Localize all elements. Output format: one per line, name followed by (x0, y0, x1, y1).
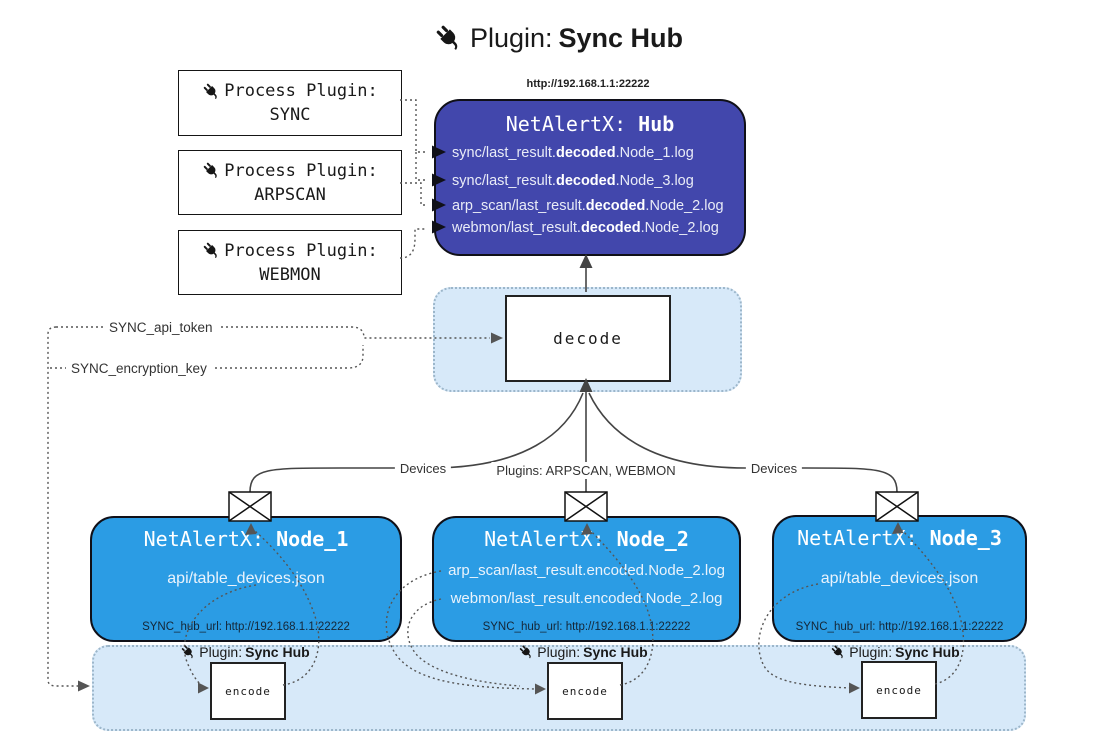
plugins-mid-label: Plugins: ARPSCAN, WEBMON (491, 462, 681, 479)
encoder-plugin-label: Plugin:Sync Hub (830, 644, 960, 660)
process-plugin-label: Process Plugin: (224, 240, 378, 261)
encode-box-2: encode (547, 662, 623, 720)
hub-log-line: sync/last_result.decoded.Node_1.log (452, 145, 694, 161)
title-bold: Sync Hub (558, 22, 684, 53)
node-hub-url: SYNC_hub_url: http://192.168.1.1:22222 (142, 621, 350, 633)
process-plugin-webmon: Process Plugin: WEBMON (178, 230, 402, 295)
node-2-box: NetAlertX: Node_2 arp_scan/last_result.e… (432, 516, 741, 642)
node-hub-url: SYNC_hub_url: http://192.168.1.1:22222 (482, 621, 691, 633)
devices-right-label: Devices (745, 460, 803, 477)
plug-icon (202, 161, 221, 180)
plug-icon (202, 241, 221, 260)
hub-title-bold: Hub (638, 112, 675, 136)
decode-box: decode (505, 295, 671, 382)
node-title: NetAlertX: Node_2 (484, 527, 689, 551)
arrowhead (579, 254, 593, 268)
node-3-box: NetAlertX: Node_3 api/table_devices.json… (772, 515, 1027, 642)
title-prefix: Plugin: (469, 22, 553, 53)
process-plugin-name: WEBMON (259, 264, 321, 285)
process-plugin-name: SYNC (269, 105, 311, 125)
encoder-plugin-label: Plugin:Sync Hub (180, 644, 310, 660)
hub-url-label: http://192.168.1.1:22222 (526, 78, 650, 90)
plug-icon (434, 23, 464, 53)
encode-box-3: encode (861, 661, 937, 719)
hub-title-prefix: NetAlertX: (505, 112, 627, 136)
hub-log-line: sync/last_result.decoded.Node_3.log (452, 173, 694, 189)
hub-log-line: webmon/last_result.decoded.Node_2.log (452, 220, 719, 236)
plug-icon (202, 82, 221, 101)
node-1-box: NetAlertX: Node_1 api/table_devices.json… (90, 516, 402, 642)
process-plugin-name: ARPSCAN (254, 184, 326, 205)
node-file-line: arp_scan/last_result.encoded.Node_2.log (448, 562, 725, 579)
arrowhead (78, 680, 90, 692)
devices-left-label: Devices (394, 460, 452, 477)
process-plugin-label: Process Plugin: (224, 160, 378, 181)
node-file-line: api/table_devices.json (167, 570, 325, 587)
encoder-plugin-label: Plugin:Sync Hub (518, 644, 648, 660)
node-file-line: api/table_devices.json (820, 570, 979, 587)
plug-icon (518, 644, 534, 660)
hub-title: NetAlertX: Hub (436, 112, 744, 136)
process-plugin-sync: Process Plugin: SYNC (178, 70, 402, 136)
page-title: Plugin: Sync Hub (0, 16, 1117, 60)
process-plugin-arpscan: Process Plugin: ARPSCAN (178, 150, 402, 215)
sync-encryption-key-label: SYNC_encryption_key (66, 360, 212, 377)
plug-icon (830, 644, 846, 660)
sync-api-token-label: SYNC_api_token (104, 319, 218, 336)
plug-icon (180, 644, 196, 660)
encode-box-1: encode (210, 662, 286, 720)
node-hub-url: SYNC_hub_url: http://192.168.1.1:22222 (795, 621, 1004, 633)
node-title: NetAlertX: Node_3 (797, 526, 1002, 550)
node-file-line: webmon/last_result.encoded.Node_2.log (450, 590, 723, 607)
process-plugin-label: Process Plugin: (224, 81, 378, 101)
hub-log-line: arp_scan/last_result.decoded.Node_2.log (452, 198, 724, 214)
hub-box: NetAlertX: Hub sync/last_result.decoded.… (434, 99, 746, 256)
node-title: NetAlertX: Node_1 (143, 527, 349, 551)
